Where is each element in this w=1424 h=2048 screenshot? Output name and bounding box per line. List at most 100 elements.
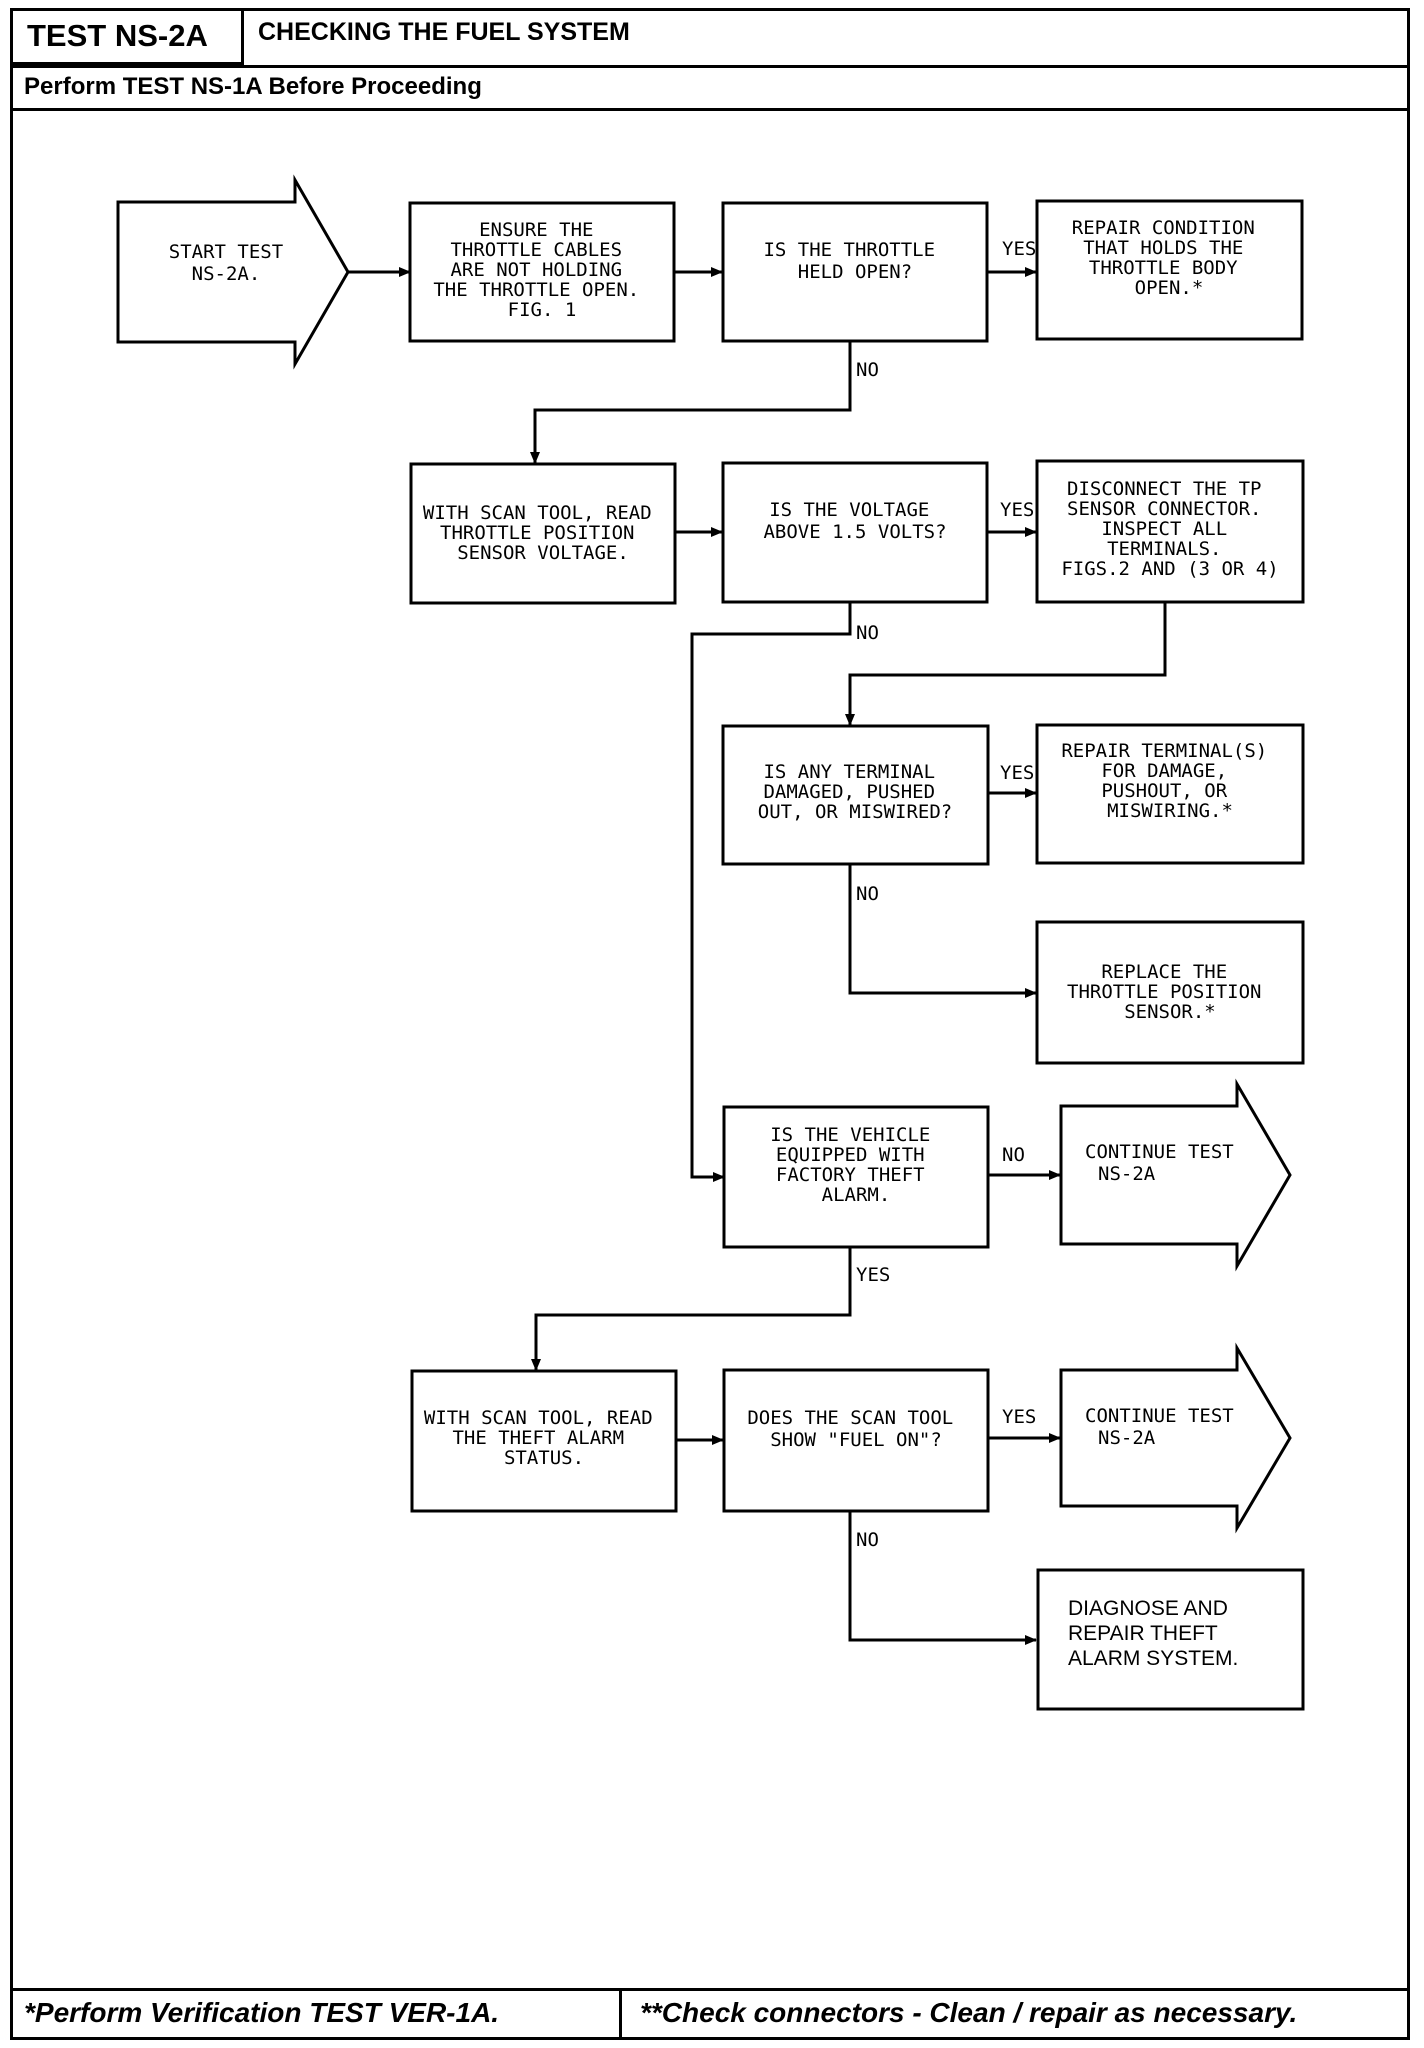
svg-text:DIAGNOSE AND REPAIR THEF: DIAGNOSE AND REPAIR THEFT ALARM SYSTEM. [1068, 1597, 1238, 1670]
node-text: IS THE VEHICLE [770, 1124, 930, 1146]
repair-throttle-box [1035, 199, 1304, 341]
page-border [10, 8, 1410, 2040]
divider [619, 1990, 622, 2038]
prerequisite-note: Perform TEST NS-1A Before Proceeding [24, 73, 482, 100]
node-text: INSPECT ALL [1101, 518, 1227, 540]
diagnose-theft-box [1036, 1568, 1305, 1711]
node-text: THE THEFT ALARM [452, 1427, 624, 1449]
node-text: DIAGNOSE AND [1068, 1597, 1228, 1620]
node-text: SHOW "FUEL ON"? [770, 1429, 942, 1451]
node-text: REPAIR TERMINAL(S) [1061, 740, 1267, 762]
node-ensure-cables: ENSURE THE THROTTLE CABLES ARE NOT HOLDI… [433, 219, 650, 321]
node-text: MISWIRING.* [1107, 800, 1233, 822]
node-text: ALARM SYSTEM. [1068, 1647, 1238, 1670]
node-text: START TEST [169, 241, 283, 263]
svg-text:DISCONNECT THE TP SENSOR: DISCONNECT THE TP SENSOR CONNECTOR. INSP… [1061, 478, 1278, 580]
test-id: TEST NS-2A [13, 11, 244, 65]
disconnect-tp-box [1035, 459, 1305, 604]
node-disconnect-tp: DISCONNECT THE TP SENSOR CONNECTOR. INSP… [1061, 478, 1278, 580]
node-text: THROTTLE BODY [1089, 257, 1238, 279]
node-throttle-open-question: IS THE THROTTLE HELD OPEN? [763, 239, 946, 283]
node-text: IS THE VOLTAGE [769, 499, 929, 521]
node-text: SENSOR.* [1124, 1001, 1216, 1023]
terminal-question-box [721, 724, 990, 866]
node-text: WITH SCAN TOOL, READ [424, 1407, 653, 1429]
node-text: TERMINALS. [1107, 538, 1221, 560]
edge-label-no: NO [856, 883, 879, 905]
node-text: THE THROTTLE OPEN. [433, 279, 639, 301]
ensure-cables-box [408, 201, 676, 343]
node-text: SENSOR VOLTAGE. [457, 542, 629, 564]
connector-arrow [690, 602, 852, 1182]
continue-arrow-shape [1059, 1078, 1292, 1272]
node-text: DAMAGED, PUSHED [763, 781, 935, 803]
footer-note-left: *Perform Verification TEST VER-1A. [24, 1997, 500, 2028]
node-text: THROTTLE POSITION [440, 522, 634, 544]
repair-terminal-box [1035, 723, 1305, 865]
node-text: PUSHOUT, OR [1101, 780, 1227, 802]
page-title: CHECKING THE FUEL SYSTEM [258, 18, 630, 46]
node-text: SENSOR CONNECTOR. [1067, 498, 1261, 520]
svg-text:WITH SCAN TOOL, READ THR: WITH SCAN TOOL, READ THROTTLE POSITION S… [423, 502, 663, 564]
divider [13, 1988, 1407, 1991]
connector-arrow [848, 864, 1037, 998]
svg-text:DOES THE SCAN TOOL SHOW: DOES THE SCAN TOOL SHOW "FUEL ON"? [747, 1407, 964, 1451]
node-text: IS THE THROTTLE [763, 239, 935, 261]
node-text: FIG. 1 [508, 299, 577, 321]
read-tp-voltage-box [409, 462, 677, 605]
node-voltage-question: IS THE VOLTAGE ABOVE 1.5 VOLTS? [763, 499, 946, 543]
node-text: NS-2A. [192, 263, 261, 285]
divider [13, 65, 1407, 68]
svg-text:CONTINUE TEST NS-2A: CONTINUE TEST NS-2A [1085, 1405, 1245, 1449]
node-text: FACTORY THEFT [776, 1164, 925, 1186]
node-text: FOR DAMAGE, [1101, 760, 1227, 782]
svg-text:WITH SCAN TOOL, READ THE: WITH SCAN TOOL, READ THE THEFT ALARM STA… [424, 1407, 664, 1469]
node-continue-2: CONTINUE TEST NS-2A [1085, 1405, 1245, 1449]
svg-text:REPLACE THE THROTTLE POS: REPLACE THE THROTTLE POSITION SENSOR.* [1067, 961, 1273, 1023]
svg-text:REPAIR CONDITION THAT HO: REPAIR CONDITION THAT HOLDS THE THROTTLE… [1072, 217, 1266, 299]
node-text: IS ANY TERMINAL [763, 761, 935, 783]
throttle-open-question-box [721, 201, 989, 343]
footer-note-right: **Check connectors - Clean / repair as n… [640, 1997, 1298, 2028]
svg-text:IS THE VEHICLE EQUIPPED: IS THE VEHICLE EQUIPPED WITH FACTORY THE… [770, 1124, 942, 1206]
node-text: DOES THE SCAN TOOL [747, 1407, 953, 1429]
read-theft-status-box [410, 1369, 678, 1513]
node-text: THAT HOLDS THE [1083, 237, 1243, 259]
node-text: EQUIPPED WITH [776, 1144, 925, 1166]
svg-text:CONTINUE TEST NS-2A: CONTINUE TEST NS-2A [1085, 1141, 1245, 1185]
svg-text:IS ANY TERMINAL DAMAGED,: IS ANY TERMINAL DAMAGED, PUSHED OUT, OR … [758, 761, 952, 823]
node-read-tp-voltage: WITH SCAN TOOL, READ THROTTLE POSITION S… [423, 502, 663, 564]
node-text: OPEN.* [1135, 277, 1204, 299]
svg-text:ENSURE THE THROTTLE CABL: ENSURE THE THROTTLE CABLES ARE NOT HOLDI… [433, 219, 650, 321]
edge-label-no: NO [856, 622, 879, 644]
svg-text:IS THE VOLTAGE ABOVE 1.5: IS THE VOLTAGE ABOVE 1.5 VOLTS? [763, 499, 946, 543]
edge-label-yes: YES [1002, 1406, 1036, 1428]
node-text: REPAIR THEFT [1068, 1622, 1218, 1645]
node-text: THROTTLE CABLES [450, 239, 622, 261]
svg-text:IS THE THROTTLE HELD OPE: IS THE THROTTLE HELD OPEN? [763, 239, 946, 283]
node-replace-tp: REPLACE THE THROTTLE POSITION SENSOR.* [1067, 961, 1273, 1023]
node-read-theft-status: WITH SCAN TOOL, READ THE THEFT ALARM STA… [424, 1407, 664, 1469]
replace-tp-box [1035, 920, 1305, 1065]
fuel-on-question-box [722, 1368, 990, 1513]
edge-label-no: NO [856, 359, 879, 381]
node-text: WITH SCAN TOOL, READ [423, 502, 652, 524]
node-text: ENSURE THE [479, 219, 593, 241]
connector-arrow [531, 1247, 852, 1371]
node-text: CONTINUE TEST [1085, 1405, 1234, 1427]
node-text: NS-2A [1098, 1163, 1156, 1185]
node-repair-throttle: REPAIR CONDITION THAT HOLDS THE THROTTLE… [1072, 217, 1266, 299]
divider [13, 108, 1407, 111]
node-text: DISCONNECT THE TP [1067, 478, 1261, 500]
node-text: ABOVE 1.5 VOLTS? [763, 521, 946, 543]
edge-label-no: NO [1002, 1144, 1025, 1166]
node-text: NS-2A [1098, 1427, 1156, 1449]
start-arrow-shape [116, 174, 350, 370]
voltage-question-box [721, 461, 989, 604]
node-text: FIGS.2 AND (3 OR 4) [1061, 558, 1278, 580]
node-terminal-question: IS ANY TERMINAL DAMAGED, PUSHED OUT, OR … [758, 761, 952, 823]
edge-label-yes: YES [1000, 499, 1034, 521]
